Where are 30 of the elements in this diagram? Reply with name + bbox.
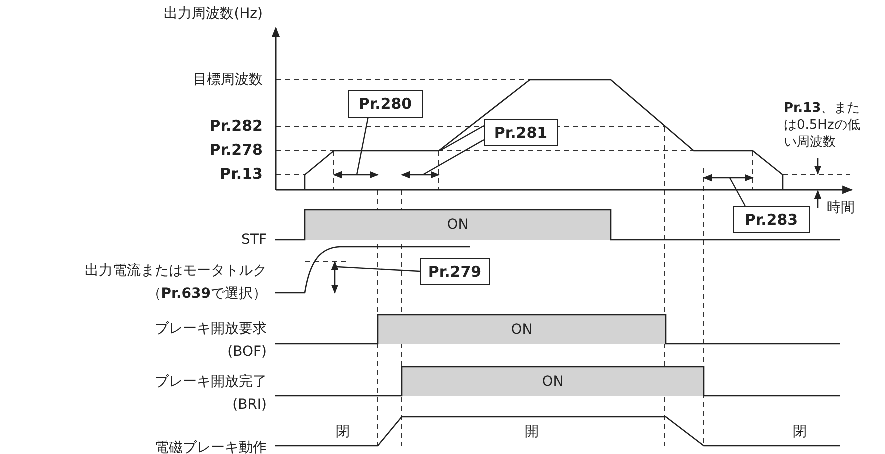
state-label: 閉 <box>793 424 807 441</box>
leader-line <box>336 266 420 272</box>
leader-line <box>440 126 484 152</box>
signal-on-bar: ON <box>378 315 666 344</box>
level-label: Pr.282 <box>210 118 263 135</box>
annotation-text: Pr.13、または0.5Hzの低い周波数 <box>784 100 862 151</box>
signal-name: ブレーキ開放要求 <box>155 321 267 338</box>
signal-name: （Pr.639で選択） <box>147 286 267 303</box>
level-label: Pr.278 <box>210 142 263 159</box>
leader-line <box>729 178 746 206</box>
level-label: 目標周波数 <box>193 72 263 89</box>
callout-box: Pr.280 <box>348 90 423 118</box>
callout-box: Pr.283 <box>733 206 810 233</box>
level-label: Pr.13 <box>220 166 263 183</box>
signal-on-bar: ON <box>402 367 704 396</box>
signal-name: (BRI) <box>232 397 267 414</box>
state-label: 開 <box>525 424 539 441</box>
axis-title: 時間 <box>827 200 855 217</box>
signal-name: (BOF) <box>228 344 267 361</box>
callout-box: Pr.279 <box>420 258 490 285</box>
axis-title: 出力周波数(Hz) <box>164 6 263 23</box>
signal-name: ブレーキ開放完了 <box>155 374 267 391</box>
signal-on-bar: ON <box>305 210 611 240</box>
signal-name: 出力電流またはモータトルク <box>85 263 267 280</box>
callout-box: Pr.281 <box>484 119 558 146</box>
signal-name: 電磁ブレーキ動作 <box>155 440 267 454</box>
leader-line <box>356 118 369 176</box>
state-label: 閉 <box>336 424 350 441</box>
leader-line <box>422 140 484 176</box>
signal-name: STF <box>242 232 267 249</box>
